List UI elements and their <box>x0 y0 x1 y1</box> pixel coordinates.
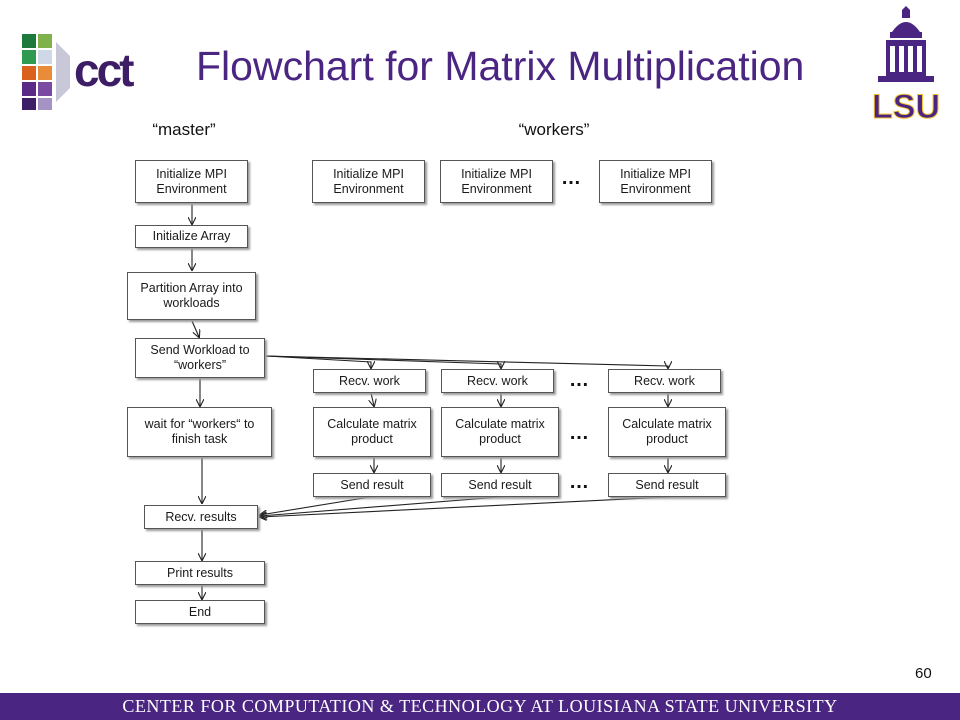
worker-recv-work-step: Recv. work <box>441 369 554 393</box>
arrow-send-to-worker-1 <box>265 355 371 368</box>
ellipsis-marker: … <box>561 167 582 189</box>
master-init-mpi-step: Initialize MPI Environment <box>135 160 248 203</box>
master-wait-step: wait for “workers“ to finish task <box>127 407 272 457</box>
master-print-results-step: Print results <box>135 561 265 585</box>
arrow-partition-to-send <box>191 320 199 337</box>
page-title: Flowchart for Matrix Multiplication <box>196 43 805 89</box>
lsu-logo-text: LSU <box>872 88 940 122</box>
ellipsis-marker: … <box>569 369 590 391</box>
footer-banner: CENTER FOR COMPUTATION & TECHNOLOGY AT L… <box>0 693 960 720</box>
worker-send-result-step: Send result <box>608 473 726 497</box>
cct-logo-text: cct <box>74 44 134 96</box>
worker-recv-work-step: Recv. work <box>313 369 426 393</box>
master-partition-step: Partition Array into workloads <box>127 272 256 320</box>
cct-logo: cct <box>22 34 137 110</box>
arrow-w1-result-to-master <box>260 496 371 515</box>
worker-send-result-step: Send result <box>313 473 431 497</box>
page-number: 60 <box>915 665 932 682</box>
worker-init-mpi-step: Initialize MPI Environment <box>599 160 712 203</box>
master-recv-results-step: Recv. results <box>144 505 258 529</box>
worker-calculate-step: Calculate matrix product <box>608 407 726 457</box>
worker-init-mpi-step: Initialize MPI Environment <box>312 160 425 203</box>
lsu-logo: LSU <box>872 6 941 122</box>
worker-calculate-step: Calculate matrix product <box>313 407 431 457</box>
arrow-w1-recv-to-calc <box>371 392 374 406</box>
master-column-label: “master” <box>152 120 216 139</box>
arrow-w3-result-to-master <box>260 496 669 517</box>
worker-init-mpi-step: Initialize MPI Environment <box>440 160 553 203</box>
ellipsis-marker: … <box>569 471 590 493</box>
arrow-send-to-worker-3 <box>265 355 668 368</box>
worker-send-result-step: Send result <box>441 473 559 497</box>
ellipsis-marker: … <box>569 422 590 444</box>
workers-column-label: “workers” <box>518 120 590 139</box>
worker-recv-work-step: Recv. work <box>608 369 721 393</box>
arrow-w2-result-to-master <box>260 496 501 516</box>
arrow-send-to-worker-2 <box>265 355 501 368</box>
master-end-step: End <box>135 600 265 624</box>
master-send-workload-step: Send Workload to “workers” <box>135 338 265 378</box>
master-init-array-step: Initialize Array <box>135 225 248 248</box>
worker-calculate-step: Calculate matrix product <box>441 407 559 457</box>
